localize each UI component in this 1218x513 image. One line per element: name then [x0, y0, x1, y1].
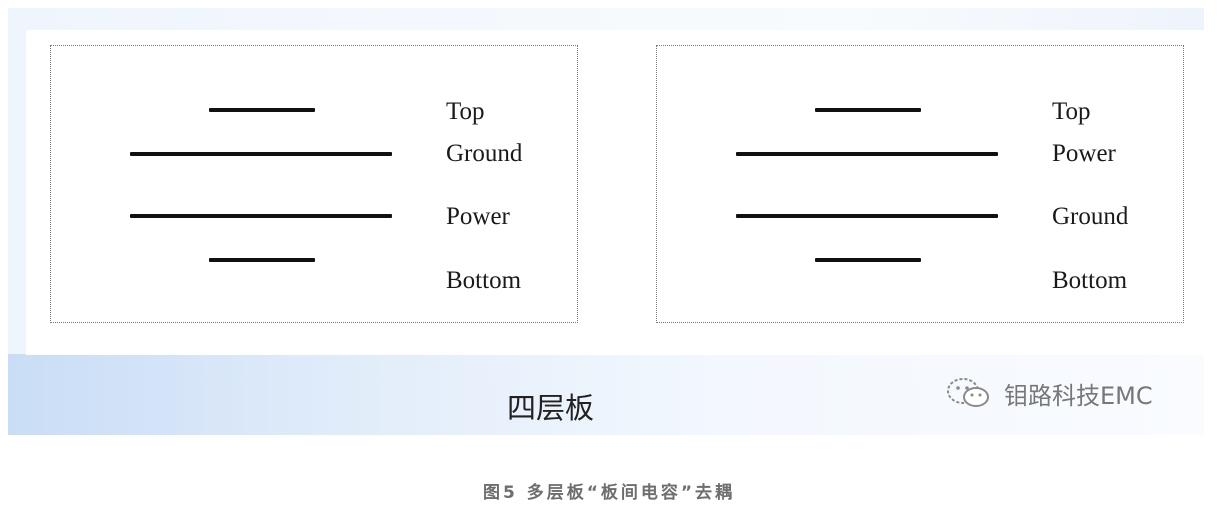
layer-label-power: Power: [446, 203, 510, 230]
watermark: 钼路科技EMC: [944, 374, 1153, 412]
layer-line-power: [736, 152, 998, 156]
layer-label-ground: Ground: [1052, 203, 1129, 230]
layer-line-top: [209, 108, 315, 112]
layer-label-power: Power: [1052, 140, 1116, 167]
layer-line-bottom: [815, 258, 921, 262]
wechat-logo-icon: [947, 378, 989, 407]
layer-label-top: Top: [446, 98, 485, 125]
figure-caption: 图5 多层板“板间电容”去耦: [482, 483, 736, 503]
layer-line-power: [130, 214, 392, 218]
four-layer-stackup-right: Top Power Ground Bottom: [656, 45, 1184, 323]
layer-line-ground: [130, 152, 392, 156]
watermark-text: 钼路科技EMC: [1004, 381, 1153, 410]
four-layer-stackup-left: Top Ground Power Bottom: [50, 45, 578, 323]
layer-label-top: Top: [1052, 98, 1091, 125]
layer-label-bottom: Bottom: [1052, 267, 1128, 294]
layer-label-ground: Ground: [446, 140, 523, 167]
figure-bottom-strip: [8, 354, 1204, 435]
layer-line-top: [815, 108, 921, 112]
layer-label-bottom: Bottom: [446, 267, 522, 294]
figure-title: 四层板: [507, 391, 595, 425]
layer-line-bottom: [209, 258, 315, 262]
layer-line-ground: [736, 214, 998, 218]
